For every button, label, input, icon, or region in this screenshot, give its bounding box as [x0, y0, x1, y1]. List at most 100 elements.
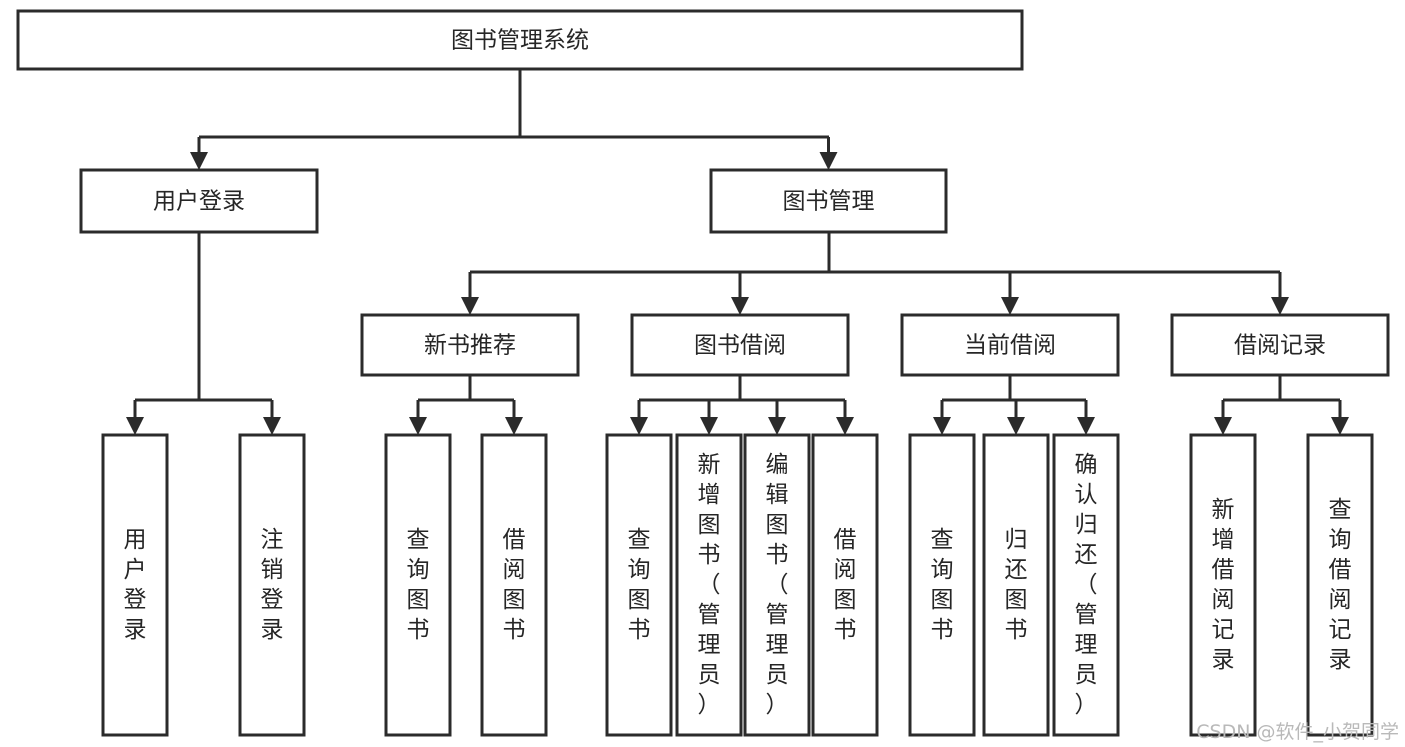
csdn-watermark: CSDN @软件_小贺同学	[1196, 721, 1399, 743]
node-box[interactable]	[238, 433, 306, 737]
node-label: 借阅记录	[1234, 333, 1326, 359]
arrow-head-icon	[505, 417, 523, 435]
node-box[interactable]	[1189, 433, 1257, 737]
node-book-borrow[interactable]: 图书借阅	[630, 313, 850, 377]
node-leaf-query-book-3[interactable]: 查询图书查询图书	[908, 433, 976, 737]
node-borrow-records[interactable]: 借阅记录	[1170, 313, 1390, 377]
node-label-char: （	[698, 572, 721, 598]
node-box[interactable]	[675, 433, 743, 737]
node-leaf-return-book[interactable]: 归还图书归还图书	[982, 433, 1050, 737]
node-book-manage[interactable]: 图书管理	[709, 168, 948, 234]
node-label-char: 新	[1212, 497, 1235, 523]
node-new-book-recommend[interactable]: 新书推荐	[360, 313, 580, 377]
node-leaf-add-record[interactable]: 新增借阅记录新增借阅记录	[1189, 433, 1257, 737]
node-leaf-borrow-book-2[interactable]: 借阅图书借阅图书	[811, 433, 879, 737]
node-box[interactable]	[1052, 433, 1120, 737]
node-label-char: 员	[698, 662, 721, 688]
node-box[interactable]	[982, 433, 1050, 737]
node-label-char: 书	[698, 542, 721, 568]
node-leaf-logout[interactable]: 注销登录注销登录	[238, 433, 306, 737]
node-label: 用户登录	[153, 189, 245, 215]
node-label-char: ）	[1075, 692, 1098, 718]
node-box[interactable]	[384, 433, 452, 737]
arrow-head-icon	[768, 417, 786, 435]
node-label-char: 归	[1005, 527, 1028, 553]
node-label-char: 阅	[503, 557, 526, 583]
node-label-char: 图	[407, 587, 430, 613]
node-box[interactable]	[480, 433, 548, 737]
node-box[interactable]	[709, 168, 948, 234]
node-label: 新书推荐	[424, 333, 516, 359]
arrow-head-icon	[1271, 297, 1289, 315]
node-leaf-query-record[interactable]: 查询借阅记录查询借阅记录	[1306, 433, 1374, 737]
node-label-char: 新	[698, 452, 721, 478]
node-label-char: ）	[766, 692, 789, 718]
node-label-char: 员	[766, 662, 789, 688]
node-box[interactable]	[1306, 433, 1374, 737]
node-label-char: 录	[1329, 647, 1352, 673]
arrow-head-icon	[409, 417, 427, 435]
node-label-char: 图	[834, 587, 857, 613]
node-label-char: 图	[766, 512, 789, 538]
node-label-char: 借	[1212, 557, 1235, 583]
node-label-char: 查	[931, 527, 954, 553]
node-leaf-query-book-1[interactable]: 查询图书查询图书	[384, 433, 452, 737]
node-label-char: 确	[1075, 452, 1098, 478]
node-user-login[interactable]: 用户登录	[79, 168, 319, 234]
node-box[interactable]	[360, 313, 580, 377]
node-label-char: 询	[1329, 527, 1352, 553]
node-current-borrow[interactable]: 当前借阅	[900, 313, 1120, 377]
node-label-char: （	[766, 572, 789, 598]
arrow-head-icon	[819, 152, 838, 170]
node-label-char: ）	[698, 692, 721, 718]
node-label-char: 还	[1075, 542, 1098, 568]
node-label-char: （	[1075, 572, 1098, 598]
node-label-char: 注	[261, 527, 284, 553]
node-label: 图书借阅	[694, 333, 786, 359]
node-label-char: 记	[1329, 617, 1352, 643]
node-label-char: 登	[261, 587, 284, 613]
node-label-char: 询	[931, 557, 954, 583]
node-box[interactable]	[79, 168, 319, 234]
node-label-char: 书	[503, 617, 526, 643]
arrow-head-icon	[1001, 297, 1019, 315]
node-label-char: 图	[1005, 587, 1028, 613]
node-box[interactable]	[101, 433, 169, 737]
node-label-char: 辑	[766, 482, 789, 508]
node-layer: 图书管理系统用户登录图书管理新书推荐图书借阅当前借阅借阅记录用户登录用户登录注销…	[16, 9, 1390, 737]
node-label-char: 编	[766, 452, 789, 478]
node-box[interactable]	[908, 433, 976, 737]
node-label-char: 增	[698, 482, 721, 508]
node-label-char: 借	[503, 527, 526, 553]
node-root-system[interactable]: 图书管理系统	[16, 9, 1024, 71]
node-box[interactable]	[605, 433, 673, 737]
node-leaf-borrow-book-1[interactable]: 借阅图书借阅图书	[480, 433, 548, 737]
node-label-char: 书	[407, 617, 430, 643]
node-box[interactable]	[743, 433, 811, 737]
node-label-char: 阅	[1329, 587, 1352, 613]
node-leaf-user-login[interactable]: 用户登录用户登录	[101, 433, 169, 737]
node-label-char: 书	[628, 617, 651, 643]
connector-layer	[126, 69, 1349, 435]
node-box[interactable]	[1170, 313, 1390, 377]
node-label-char: 借	[834, 527, 857, 553]
node-label-char: 查	[628, 527, 651, 553]
node-label-char: 图	[503, 587, 526, 613]
node-box[interactable]	[811, 433, 879, 737]
node-box[interactable]	[900, 313, 1120, 377]
node-leaf-query-book-2[interactable]: 查询图书查询图书	[605, 433, 673, 737]
node-label-char: 查	[407, 527, 430, 553]
node-label-char: 管	[698, 602, 721, 628]
node-label-char: 增	[1212, 527, 1235, 553]
node-box[interactable]	[16, 9, 1024, 71]
arrow-head-icon	[263, 417, 281, 435]
node-box[interactable]	[630, 313, 850, 377]
node-label-char: 理	[698, 632, 721, 658]
node-label-char: 查	[1329, 497, 1352, 523]
arrow-head-icon	[190, 152, 208, 170]
node-label-char: 户	[124, 557, 147, 583]
